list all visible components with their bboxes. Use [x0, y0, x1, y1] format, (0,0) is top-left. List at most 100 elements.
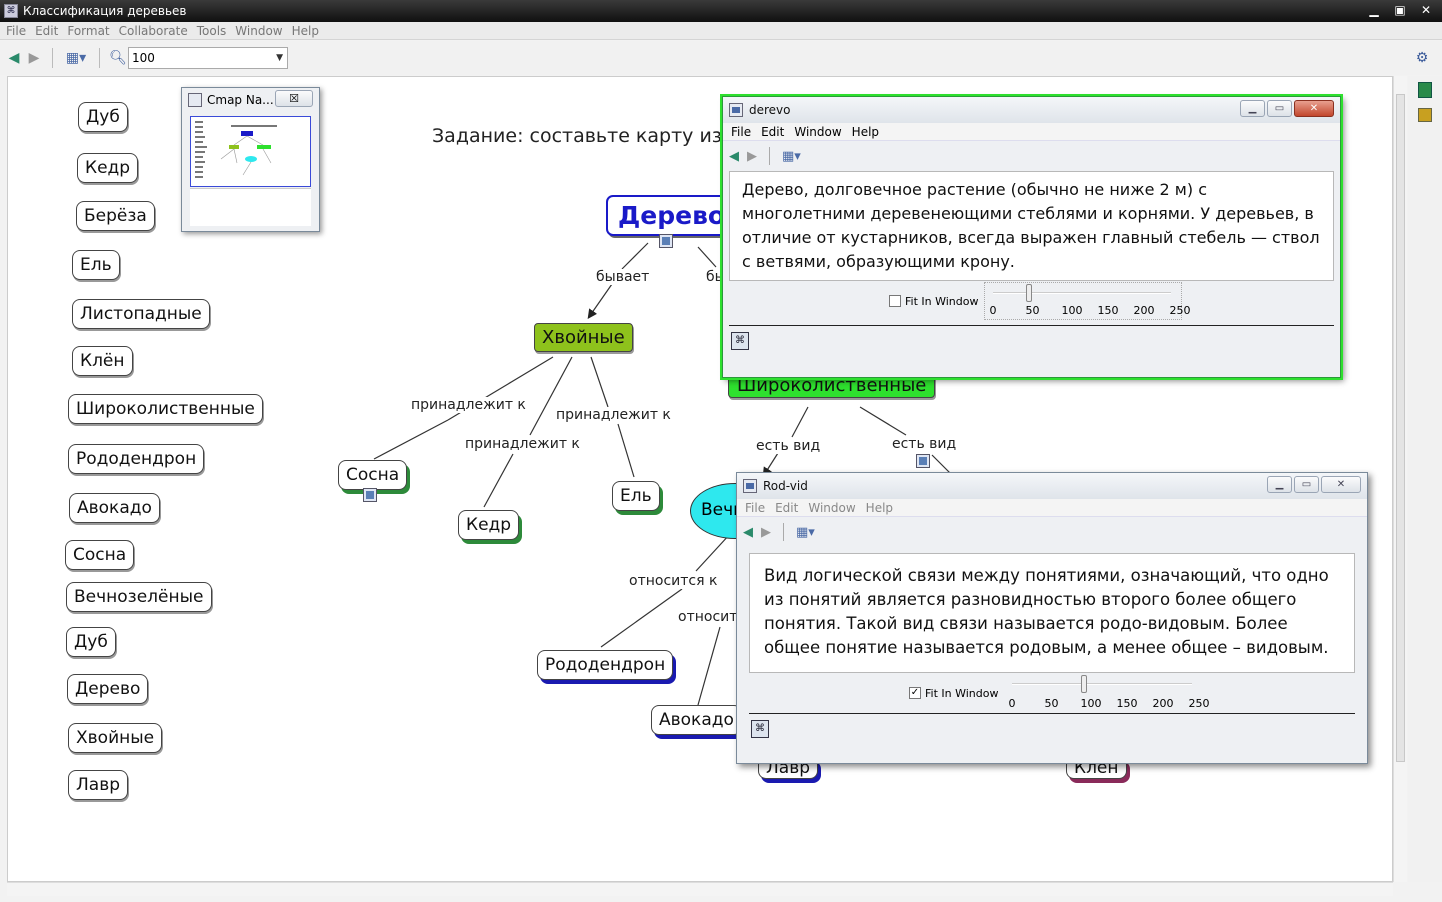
tick-label: 0 — [1008, 697, 1016, 710]
concept-item[interactable]: Дуб — [78, 102, 128, 132]
link-label[interactable]: относится — [676, 609, 756, 625]
zoom-slider[interactable]: 0 50 100 150 200 250 — [984, 282, 1190, 320]
concept-item[interactable]: Рододендрон — [68, 444, 205, 474]
derevo-menu-file[interactable]: File — [731, 124, 752, 139]
tick-label: 50 — [1044, 697, 1059, 710]
link-label[interactable]: бы — [704, 269, 728, 285]
fit-in-window-checkbox[interactable]: ✓ — [909, 687, 921, 699]
menu-help[interactable]: Help — [291, 23, 319, 38]
view-options-icon[interactable]: ▦▾ — [796, 524, 815, 540]
concept-item[interactable]: Ель — [72, 250, 120, 280]
back-arrow-icon[interactable]: ◀ — [743, 524, 753, 540]
rodvid-menu-window[interactable]: Window — [808, 500, 856, 515]
chevron-down-icon[interactable]: ▼ — [276, 53, 283, 63]
zoom-value: 100 — [132, 51, 155, 65]
node-pine[interactable]: Сосна — [338, 460, 408, 490]
derevo-window: derevo ▁ ▭ ✕ File Edit Window Help ◀ ▶ ▦… — [722, 96, 1341, 378]
node-conifers[interactable]: Хвойные — [534, 323, 633, 352]
slider-knob[interactable] — [1026, 284, 1033, 302]
line-conifers-to-pnk2 — [529, 356, 573, 436]
zoom-combo[interactable]: 100 ▼ — [128, 47, 288, 69]
concept-item[interactable]: Сосна — [65, 540, 135, 570]
scrollbar-thumb[interactable] — [1396, 94, 1405, 762]
concept-item[interactable]: Клён — [72, 346, 133, 376]
collaborate-icon[interactable]: ⚙ — [1415, 50, 1429, 66]
concept-item[interactable]: Лавр — [68, 770, 129, 800]
fit-in-window-checkbox[interactable] — [889, 295, 901, 307]
node-conifers-label: Хвойные — [542, 327, 625, 348]
rodvid-menu-edit[interactable]: Edit — [775, 500, 799, 515]
view-options-icon[interactable]: ▦▾ — [65, 50, 87, 66]
node-root-label: Дерево — [618, 201, 726, 230]
rodvid-menu-help[interactable]: Help — [865, 500, 894, 515]
rodvid-close-button[interactable]: ✕ — [1321, 476, 1361, 493]
derevo-minimize-button[interactable]: ▁ — [1240, 100, 1265, 117]
vertical-scrollbar[interactable] — [1393, 76, 1407, 882]
rodvid-toolbar: ◀ ▶ ▦▾ — [737, 517, 1367, 547]
back-arrow-icon[interactable]: ◀ — [8, 50, 20, 66]
derevo-menu-edit[interactable]: Edit — [761, 124, 785, 139]
link-label[interactable]: бывает — [594, 269, 652, 285]
resource-icon[interactable] — [363, 488, 377, 502]
resource-icon[interactable] — [659, 234, 673, 248]
concept-item[interactable]: Берёза — [76, 201, 155, 231]
concept-item[interactable]: Широколиственные — [68, 394, 263, 424]
view-options-icon[interactable]: ▦▾ — [782, 148, 801, 164]
cmap-icon[interactable]: ⌘ — [731, 331, 749, 350]
maximize-button[interactable]: ▣ — [1394, 3, 1406, 17]
navigator-thumbnail — [195, 121, 277, 178]
concept-item[interactable]: Дерево — [67, 674, 149, 704]
minimize-button[interactable]: ▁ — [1369, 3, 1379, 17]
link-label[interactable]: есть вид — [890, 436, 959, 452]
node-avocado[interactable]: Авокадо — [651, 705, 742, 735]
book-icon[interactable] — [1418, 82, 1432, 98]
link-label[interactable]: принадлежит к — [409, 397, 528, 413]
menu-tools[interactable]: Tools — [196, 23, 227, 38]
derevo-maximize-button[interactable]: ▭ — [1267, 100, 1292, 117]
menu-file[interactable]: File — [6, 23, 27, 38]
menu-window[interactable]: Window — [235, 23, 283, 38]
link-label[interactable]: относится к — [627, 573, 720, 589]
concept-item[interactable]: Вечнозелёные — [66, 582, 212, 612]
concept-item[interactable]: Кедр — [77, 153, 139, 183]
navigator-close-button[interactable]: ☒ — [275, 90, 313, 107]
navigator-footer — [190, 188, 311, 226]
link-label[interactable]: принадлежит к — [463, 436, 582, 452]
node-root[interactable]: Дерево — [606, 195, 738, 236]
menu-edit[interactable]: Edit — [35, 23, 59, 38]
rodvid-zoom-controls: ✓ Fit In Window 0 50 100 150 200 250 — [737, 673, 1367, 713]
concept-item[interactable]: Листопадные — [72, 299, 210, 329]
tick-label: 200 — [1133, 304, 1155, 317]
window-title: Классификация деревьев — [23, 4, 187, 18]
horizontal-scrollbar[interactable] — [7, 882, 1393, 896]
node-rhododendron[interactable]: Рододендрон — [537, 650, 674, 680]
menu-format[interactable]: Format — [67, 23, 110, 38]
users-icon[interactable] — [1418, 108, 1432, 122]
forward-arrow-icon[interactable]: ▶ — [28, 50, 40, 66]
concept-item[interactable]: Дуб — [66, 627, 116, 657]
derevo-close-button[interactable]: ✕ — [1294, 100, 1334, 117]
derevo-menu-window[interactable]: Window — [794, 124, 842, 139]
zoom-slider[interactable]: 0 50 100 150 200 250 — [1004, 674, 1209, 712]
rodvid-minimize-button[interactable]: ▁ — [1267, 476, 1292, 493]
menu-collaborate[interactable]: Collaborate — [118, 23, 188, 38]
cmap-icon[interactable]: ⌘ — [751, 719, 769, 738]
derevo-menu-help[interactable]: Help — [851, 124, 880, 139]
navigator-preview[interactable] — [190, 116, 311, 187]
close-button[interactable]: ✕ — [1420, 3, 1432, 17]
link-label[interactable]: есть вид — [754, 438, 823, 454]
link-label[interactable]: принадлежит к — [554, 407, 673, 423]
concept-item[interactable]: Хвойные — [68, 723, 163, 753]
line-broadleaf-to-species2 — [859, 406, 907, 436]
forward-arrow-icon[interactable]: ▶ — [747, 148, 757, 164]
node-cedar[interactable]: Кедр — [458, 510, 520, 540]
rodvid-maximize-button[interactable]: ▭ — [1294, 476, 1319, 493]
rodvid-menu-file[interactable]: File — [745, 500, 766, 515]
concept-item[interactable]: Авокадо — [69, 493, 160, 523]
node-spruce[interactable]: Ель — [612, 481, 660, 511]
resource-icon[interactable] — [916, 454, 930, 468]
back-arrow-icon[interactable]: ◀ — [729, 148, 739, 164]
slider-knob[interactable] — [1081, 675, 1088, 693]
forward-arrow-icon[interactable]: ▶ — [761, 524, 771, 540]
